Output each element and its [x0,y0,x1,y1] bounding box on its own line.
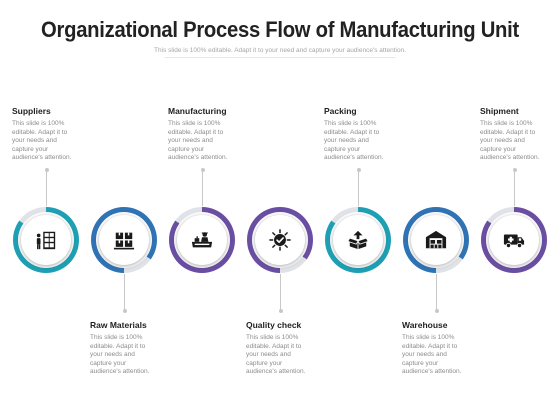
step-label-quality-check: Quality check [246,320,302,330]
connector-line [514,170,515,206]
connector-dot [279,309,283,313]
connector-line [202,170,203,206]
packing-icon [347,230,369,250]
step-label-suppliers: Suppliers [12,106,51,116]
page-subtitle: This slide is 100% editable. Adapt it to… [153,47,406,54]
warehouse-icon [425,230,447,249]
connector-dot [45,168,49,172]
suppliers-icon [36,231,56,250]
connector-line [124,274,125,310]
step-label-manufacturing: Manufacturing [168,106,227,116]
quality-check-icon [269,229,291,251]
step-suppliers [13,207,79,273]
step-label-shipment: Shipment [480,106,519,116]
subtitle-divider [165,57,395,58]
connector-dot [357,168,361,172]
step-shipment [481,207,547,273]
connector-line [280,274,281,310]
connector-dot [435,309,439,313]
connector-dot [513,168,517,172]
step-raw-materials [91,207,157,273]
step-manufacturing [169,207,235,273]
step-quality-check [247,207,313,273]
step-warehouse [403,207,469,273]
step-label-warehouse: Warehouse [402,320,448,330]
step-packing [325,207,391,273]
connector-line [46,170,47,206]
step-label-packing: Packing [324,106,357,116]
page-title: Organizational Process Flow of Manufactu… [41,17,519,42]
manufacturing-icon [191,232,213,248]
connector-line [436,274,437,310]
connector-dot [201,168,205,172]
shipment-icon [503,234,525,249]
connector-dot [123,309,127,313]
step-label-raw-materials: Raw Materials [90,320,147,330]
connector-line [358,170,359,206]
raw-materials-icon [113,232,135,250]
